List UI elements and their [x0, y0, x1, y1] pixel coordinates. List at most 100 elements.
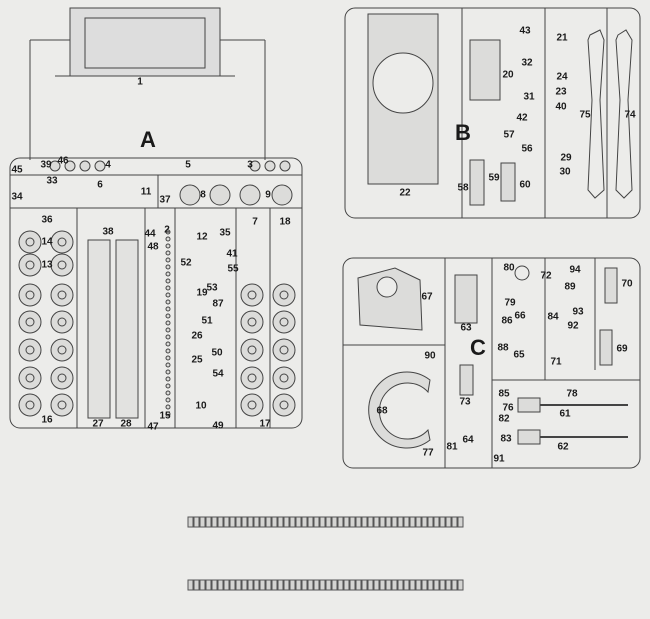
track-link	[277, 579, 284, 591]
track-link	[193, 579, 200, 591]
wheel-hub	[247, 400, 257, 410]
wheel-hub	[279, 373, 289, 383]
track-link	[205, 516, 212, 528]
part-number-label: 42	[516, 112, 528, 124]
part-number-label: 66	[514, 310, 526, 322]
small-pin	[165, 278, 171, 284]
small-wheel	[49, 160, 61, 172]
part-number-label: 65	[513, 349, 525, 361]
wheel-hub	[57, 260, 67, 270]
part-number-label: 3	[247, 159, 253, 171]
part-number-label: 67	[421, 291, 433, 303]
part-number-label: 41	[226, 248, 238, 260]
track-link	[319, 579, 326, 591]
part-number-label: 44	[144, 228, 156, 240]
part-number-label: 2	[164, 224, 170, 236]
small-pin	[165, 271, 171, 277]
part-number-label: 33	[46, 175, 58, 187]
track-link	[295, 516, 302, 528]
track-link	[367, 579, 374, 591]
track-link	[265, 579, 272, 591]
part-number-label: 32	[521, 57, 533, 69]
track-link	[391, 516, 398, 528]
track-links	[187, 516, 464, 591]
part-number-label: 55	[227, 263, 239, 275]
track-link	[433, 579, 440, 591]
part-number-label: 52	[180, 257, 192, 269]
part-number-label: 58	[457, 182, 469, 194]
wheel-hub	[57, 345, 67, 355]
part-number-label: 7	[252, 216, 258, 228]
part-number-label: 17	[259, 418, 271, 430]
track-link	[295, 579, 302, 591]
part-number-label: 60	[519, 179, 531, 191]
part-number-label: 54	[212, 368, 224, 380]
track-link	[217, 516, 224, 528]
part-number-label: 1	[137, 76, 143, 88]
part-number-label: 71	[550, 356, 562, 368]
track-link	[451, 516, 458, 528]
part-number-label: 62	[557, 441, 569, 453]
track-link	[415, 516, 422, 528]
track-link	[349, 579, 356, 591]
part-number-label: 15	[159, 410, 171, 422]
small-pin	[165, 327, 171, 333]
wheel-hub	[247, 373, 257, 383]
wheel-hub	[247, 345, 257, 355]
wheel-hub	[25, 237, 35, 247]
track-link	[349, 516, 356, 528]
part-number-label: 20	[502, 69, 514, 81]
track-link	[313, 579, 320, 591]
track-link	[283, 579, 290, 591]
track-link	[283, 516, 290, 528]
part-number-label: 94	[569, 264, 581, 276]
track-link	[397, 579, 404, 591]
track-link	[331, 579, 338, 591]
track-link	[385, 579, 392, 591]
track-link	[235, 516, 242, 528]
track-link	[193, 516, 200, 528]
part-number-label: 25	[191, 354, 203, 366]
part-number-label: 9	[265, 189, 271, 201]
wheel-hub	[279, 400, 289, 410]
track-link	[307, 579, 314, 591]
small-pin	[165, 348, 171, 354]
track-link	[217, 579, 224, 591]
part-number-label: 19	[196, 287, 208, 299]
track-link	[223, 579, 230, 591]
track-link	[289, 579, 296, 591]
part-number-label: 82	[498, 413, 510, 425]
part-number-label: 4	[105, 159, 111, 171]
wheel-hub	[57, 373, 67, 383]
track-link	[199, 516, 206, 528]
part-number-label: 74	[624, 109, 636, 121]
part-number-label: 34	[11, 191, 23, 203]
road-wheels	[18, 160, 296, 417]
part-number-label: 18	[279, 216, 291, 228]
part-number-label: 14	[41, 236, 53, 248]
track-link	[223, 516, 230, 528]
part-number-label: 79	[504, 297, 516, 309]
track-link	[445, 516, 452, 528]
track-link	[325, 516, 332, 528]
track-link	[289, 516, 296, 528]
wheel-hub	[247, 317, 257, 327]
part-number-label: 85	[498, 388, 510, 400]
wheel-hub	[279, 317, 289, 327]
part-number-label: 38	[102, 226, 114, 238]
part-number-label: 22	[399, 187, 411, 199]
part-number-label: 10	[195, 400, 207, 412]
part-number-label: 90	[424, 350, 436, 362]
small-wheel	[249, 160, 261, 172]
track-link	[187, 516, 194, 528]
wheel-hub	[57, 400, 67, 410]
small-pin	[165, 264, 171, 270]
track-link	[355, 516, 362, 528]
track-link	[337, 579, 344, 591]
small-pin	[165, 243, 171, 249]
track-link	[229, 579, 236, 591]
small-pin	[165, 313, 171, 319]
track-link	[457, 516, 464, 528]
small-pin	[165, 292, 171, 298]
